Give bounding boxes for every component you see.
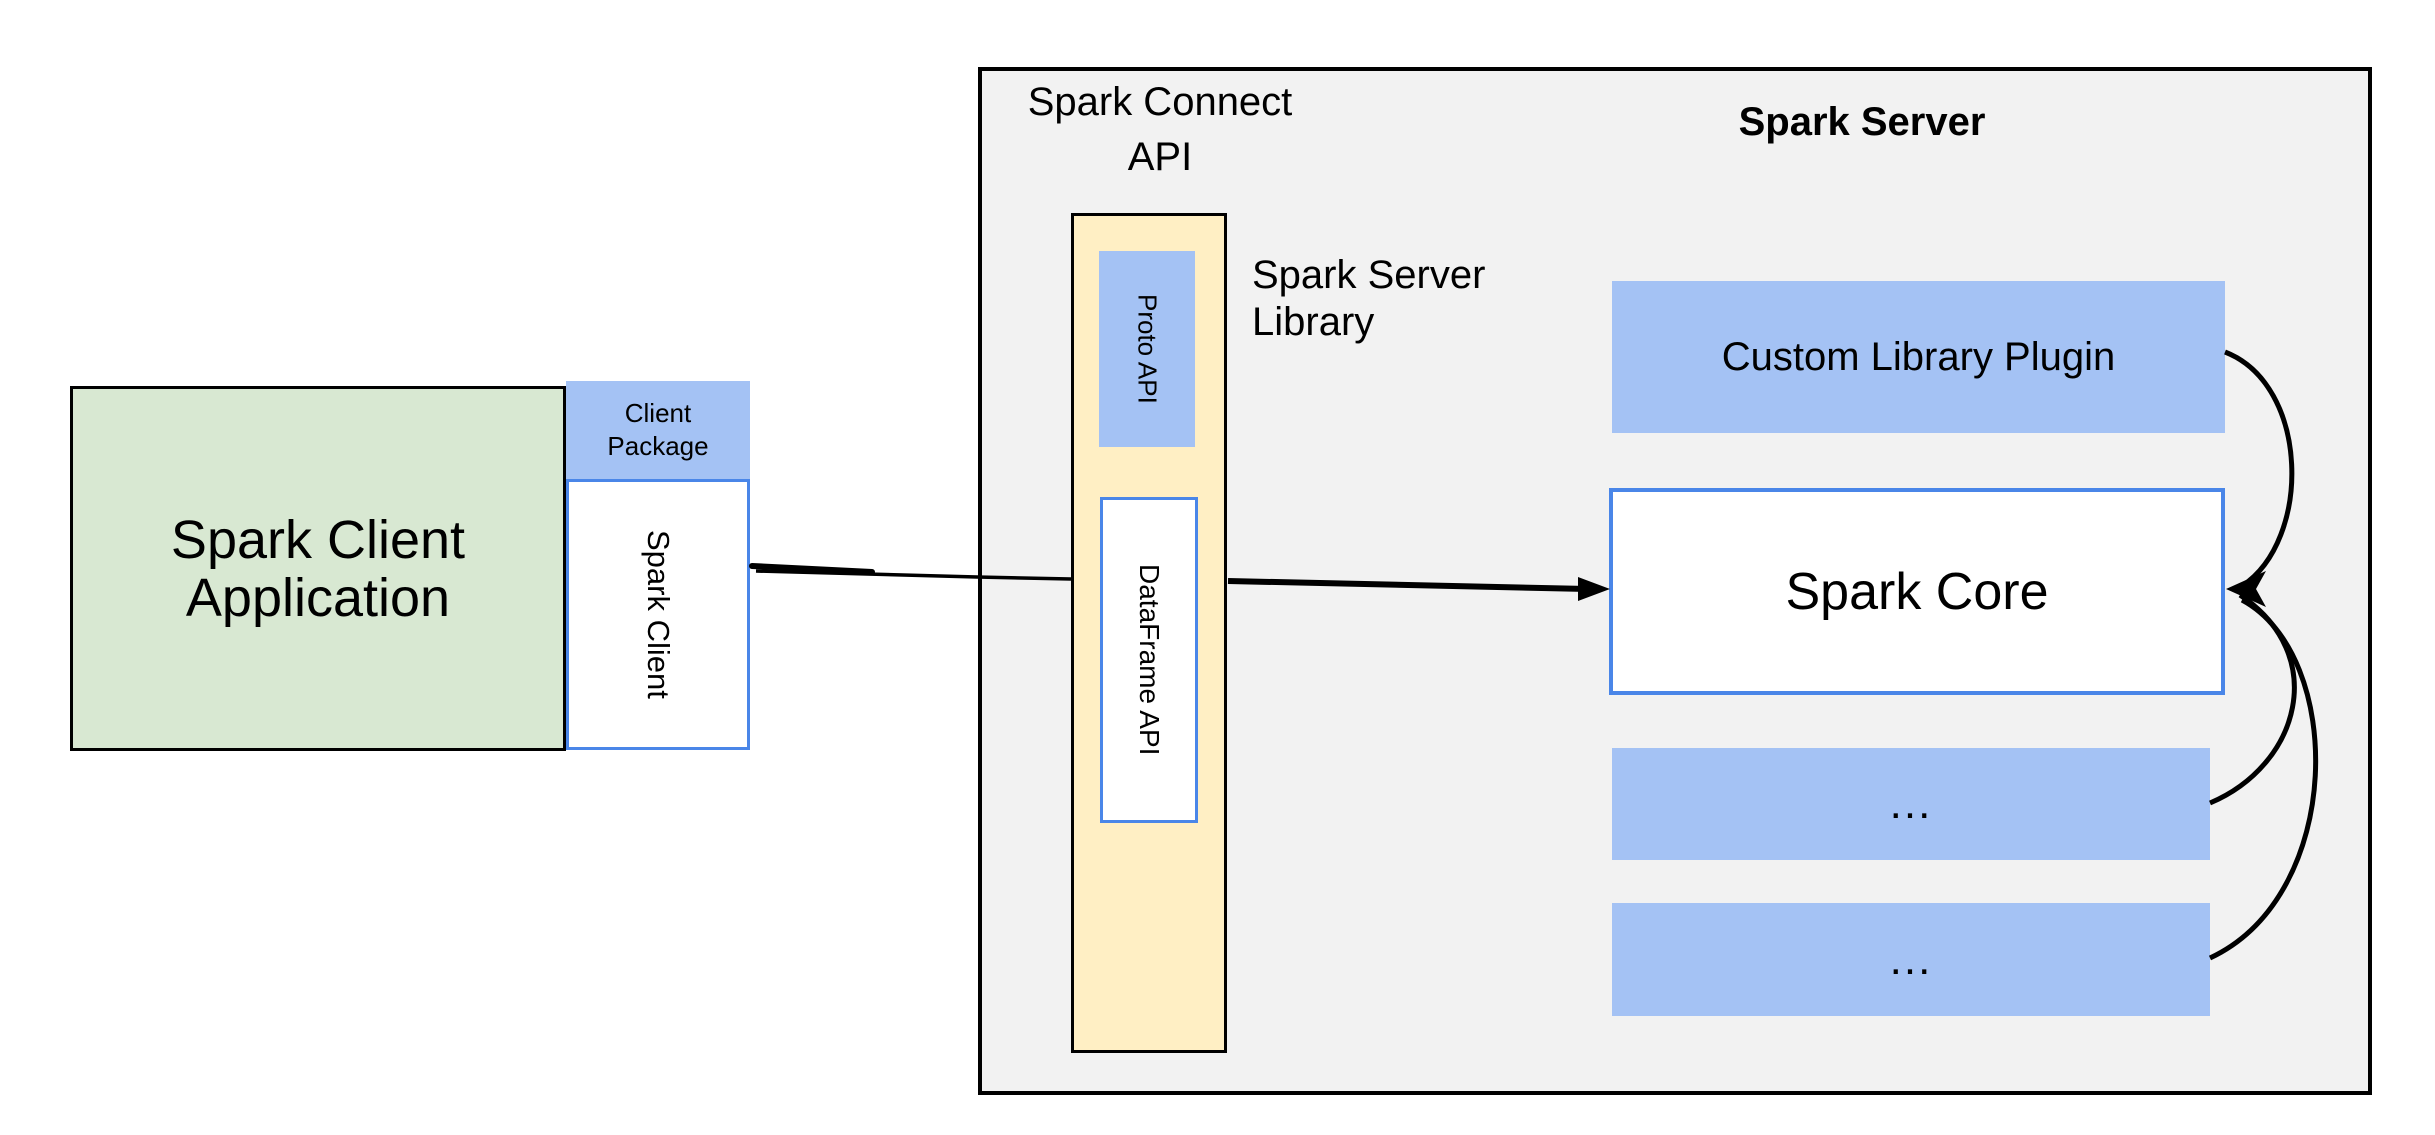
client-to-pipe-line-a bbox=[749, 563, 875, 575]
ellipsis-plugin-box-1: ... bbox=[1612, 748, 2210, 860]
spark-server-library-label: Spark Server Library bbox=[1252, 252, 1672, 346]
spark-client-application-box: Spark Client Application bbox=[70, 386, 566, 751]
proto-api-box: Proto API bbox=[1099, 251, 1195, 447]
client-package-line1: Client bbox=[624, 398, 692, 428]
spark-client-box: Spark Client bbox=[566, 479, 750, 750]
ellipsis-plugin-box-2: ... bbox=[1612, 903, 2210, 1016]
spark-connect-api-label-line1: Spark Connect bbox=[1027, 80, 1293, 124]
dataframe-api-label: DataFrame API bbox=[1134, 564, 1165, 756]
spark-client-label: Spark Client bbox=[641, 530, 676, 699]
spark-core-box: Spark Core bbox=[1609, 488, 2225, 695]
spark-client-application-line2: Application bbox=[185, 567, 451, 628]
spark-connect-api-label: Spark Connect API bbox=[980, 75, 1340, 185]
spark-server-title: Spark Server bbox=[1738, 100, 1986, 144]
client-package-line2: Package bbox=[607, 431, 709, 461]
spark-server-library-label-line1: Spark Server bbox=[1252, 253, 1486, 297]
spark-client-application-line1: Spark Client bbox=[170, 509, 466, 570]
spark-server-library-label-line2: Library bbox=[1252, 300, 1375, 344]
dataframe-api-box: DataFrame API bbox=[1100, 497, 1198, 823]
proto-api-label: Proto API bbox=[1132, 294, 1163, 404]
client-package-box: Client Package bbox=[566, 381, 750, 479]
custom-library-plugin-box: Custom Library Plugin bbox=[1612, 281, 2225, 433]
spark-connect-api-label-line2: API bbox=[1127, 135, 1193, 179]
